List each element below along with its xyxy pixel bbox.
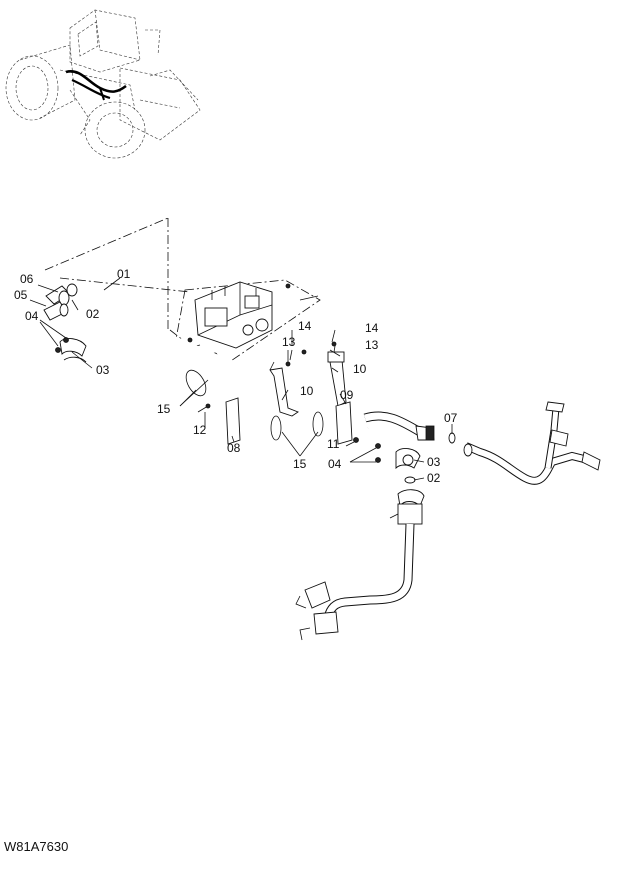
callout-12: 12	[193, 423, 207, 437]
callout-15: 15	[157, 402, 171, 416]
callout-01: 01	[117, 267, 131, 281]
bracket-10-left	[269, 361, 299, 417]
callout-05: 05	[14, 288, 28, 302]
callout-14: 14	[298, 319, 312, 333]
lower-fitting-group	[375, 443, 425, 525]
callout-15: 15	[293, 457, 307, 471]
hose-continuation-right	[363, 411, 456, 444]
callout-11: 11	[327, 437, 340, 451]
callout-13: 13	[365, 338, 379, 352]
downward-steel-pipe	[295, 523, 415, 641]
callout-04: 04	[25, 309, 39, 323]
callout-02: 02	[427, 471, 441, 485]
bracket-10-right	[327, 351, 347, 407]
callout-04: 04	[328, 457, 342, 471]
callout-labels: 01 06 05 02 04 03 15 12 08 15 14 13 10 1…	[14, 267, 458, 485]
tie-bands	[185, 369, 324, 441]
callout-08: 08	[227, 441, 241, 455]
callout-10: 10	[300, 384, 314, 398]
right-steel-pipe	[463, 401, 601, 485]
callout-10: 10	[353, 362, 367, 376]
callout-13: 13	[282, 335, 296, 349]
left-flange-clamp	[55, 337, 87, 363]
callout-03: 03	[427, 455, 441, 469]
drawing-code: W81A7630	[4, 839, 68, 854]
machine-overview-inset	[5, 9, 201, 159]
left-hose-fittings	[43, 283, 78, 321]
callout-14: 14	[365, 321, 379, 335]
leader-lines	[29, 277, 453, 481]
fasteners	[197, 341, 359, 443]
callout-06: 06	[20, 272, 34, 286]
callout-02: 02	[86, 307, 100, 321]
callout-07: 07	[444, 411, 458, 425]
clamp-08	[225, 397, 241, 445]
callout-09: 09	[340, 388, 354, 402]
callout-03: 03	[96, 363, 110, 377]
